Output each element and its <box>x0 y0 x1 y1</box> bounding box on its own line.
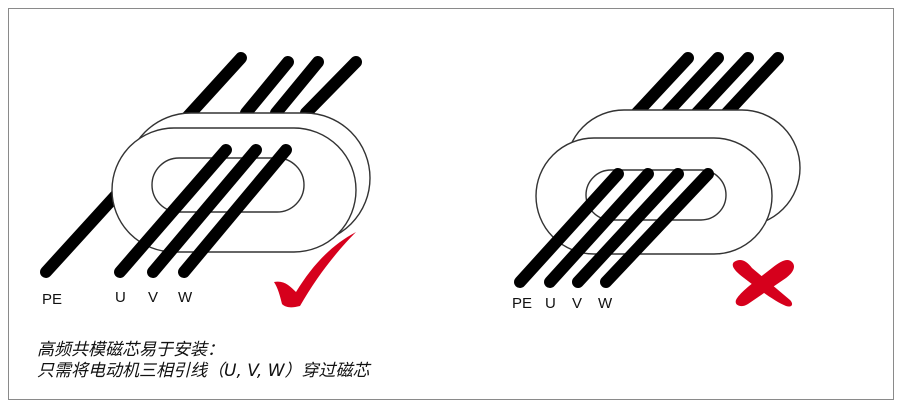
left-w-wire <box>178 144 292 278</box>
left-label-v: V <box>148 289 158 306</box>
left-label-w: W <box>178 289 193 306</box>
left-u-wire <box>114 144 232 278</box>
right-wires-back <box>628 52 784 122</box>
cross-icon <box>732 260 794 307</box>
right-u-wire <box>544 168 654 288</box>
right-label-u: U <box>545 295 556 312</box>
caption-line-1: 高频共模磁芯易于安装： <box>37 340 224 360</box>
left-label-u: U <box>115 289 126 306</box>
right-wires-front <box>514 168 714 288</box>
right-pe-wire <box>514 168 624 288</box>
right-w-wire <box>600 168 714 288</box>
checkmark-icon <box>274 232 356 308</box>
left-v-wire <box>147 144 262 278</box>
left-common-mode-core <box>111 112 371 253</box>
left-label-pe: PE <box>42 291 62 308</box>
left-phase-wires-back <box>240 56 362 119</box>
left-phase-wires-front <box>114 144 292 278</box>
caption-line-2: 只需将电动机三相引线（U, V, W）穿过磁芯 <box>37 361 370 381</box>
right-label-w: W <box>598 295 613 312</box>
right-label-pe: PE <box>512 295 532 312</box>
right-panel: PE U V W <box>512 52 801 312</box>
left-panel: PE U V W <box>40 52 371 308</box>
right-label-v: V <box>572 295 582 312</box>
right-v-wire <box>572 168 684 288</box>
